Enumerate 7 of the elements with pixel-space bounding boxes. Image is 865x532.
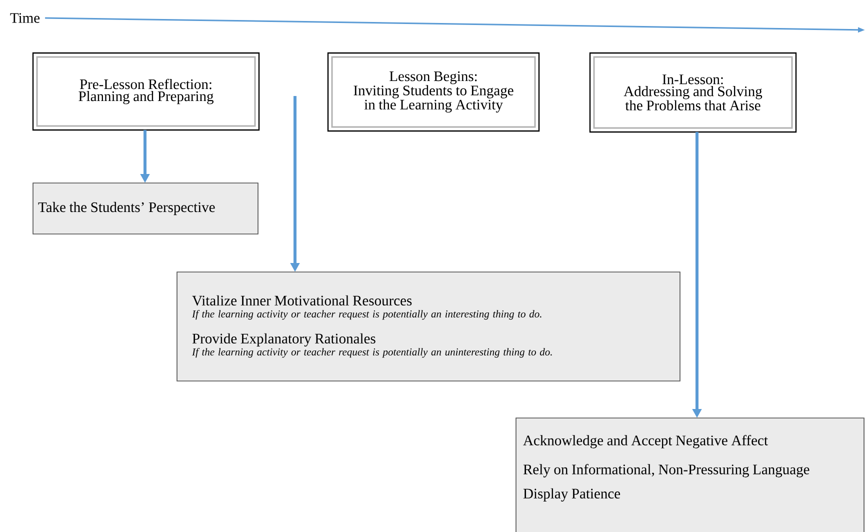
stage-box: In-Lesson: Addressing and Solving the Problems that Arise	[589, 52, 797, 133]
stage-box: Lesson Begins: Inviting Students to Engage in the Learning Activity	[327, 52, 540, 132]
stage-box: Pre-Lesson Reflection: Planning and Preparing	[32, 52, 260, 131]
time-label: Time	[10, 13, 40, 23]
strategy-box: Take the Students’ Perspective	[32, 182, 258, 234]
strategy-box: Vitalize Inner Motivational Resources If the learning activity or teacher request is potentially an interesting thing to do. Provide Explanatory Rationales If the learning activity or teacher request is potentially an uninteresting thing to do.	[176, 272, 680, 382]
strategy-box: Acknowledge and Accept Negative Affect Rely on Informational, Non-Pressuring Language Display Patience	[516, 418, 864, 532]
